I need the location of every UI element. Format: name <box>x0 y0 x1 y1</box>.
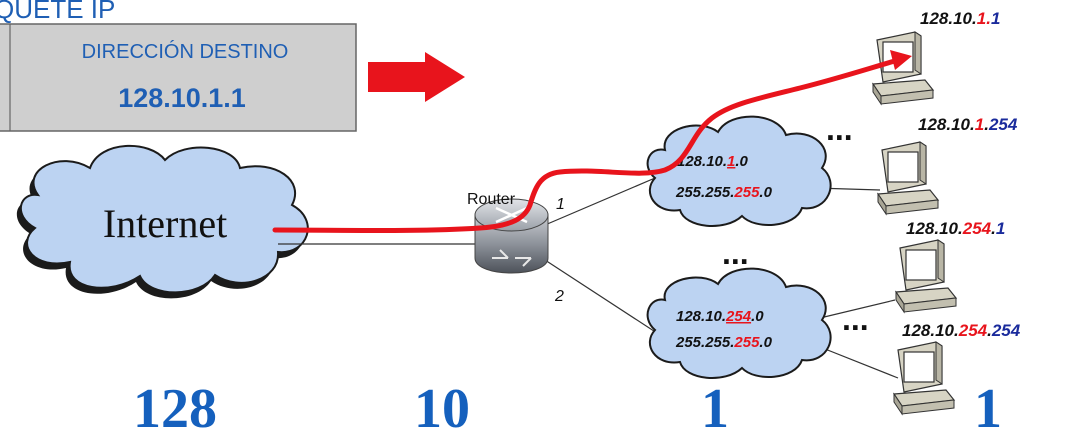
octet-3: 1 <box>701 378 729 433</box>
destination-address-value: 128.10.1.1 <box>118 83 246 113</box>
packet-route-line <box>272 55 908 233</box>
router-label: Router <box>467 191 516 208</box>
subnet-2-mask: 255.255.255.0 <box>675 334 773 351</box>
destination-address-label: DIRECCIÓN DESTINO <box>82 40 289 63</box>
internet-cloud: Internet <box>16 144 309 299</box>
computer-icon-host-254-254 <box>893 341 955 415</box>
computer-icon-host-1-254 <box>877 141 939 215</box>
network-links <box>278 177 899 379</box>
header-fragment: QUETE IP <box>0 0 115 24</box>
host-label-4: 128.10.254.254 <box>902 321 1021 340</box>
route-arrowhead-icon <box>890 50 912 70</box>
arrow-right-icon <box>368 52 465 102</box>
octet-1: 128 <box>133 378 217 433</box>
octet-4: 1 <box>974 378 1002 433</box>
host-label-1: 128.10.1.1 <box>920 9 1000 28</box>
ellipsis-hosts-1: ... <box>826 111 853 147</box>
router-icon <box>474 198 549 274</box>
host-label-3: 128.10.254.1 <box>906 219 1005 238</box>
computer-icon-host-254-1 <box>895 239 957 313</box>
ellipsis-hosts-254: ... <box>842 301 869 337</box>
subnet-1-network: 128.10.1.0 <box>677 153 749 170</box>
host-label-2: 128.10.1.254 <box>918 115 1018 134</box>
subnet-cloud-2 <box>646 267 832 379</box>
packet-address-box: DIRECCIÓN DESTINO 128.10.1.1 <box>0 23 357 132</box>
ellipsis-subnets: ... <box>722 235 749 271</box>
computer-icon-host-1-1 <box>872 31 934 105</box>
internet-label: Internet <box>103 201 227 246</box>
router-port-2: 2 <box>554 288 564 305</box>
router-port-1: 1 <box>556 196 565 213</box>
subnet-2-network: 128.10.254.0 <box>676 308 764 325</box>
octet-2: 10 <box>414 378 470 433</box>
subnet-cloud-1 <box>646 115 832 227</box>
subnet-1-mask: 255.255.255.0 <box>675 184 773 201</box>
